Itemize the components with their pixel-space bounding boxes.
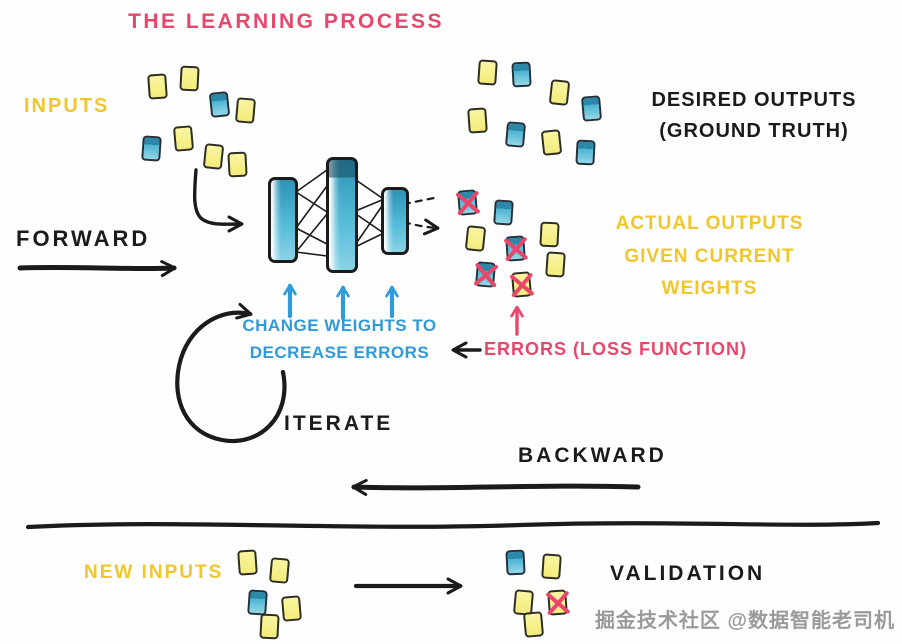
- sticky-note-new-inputs: [268, 557, 291, 584]
- sticky-note-actual-outputs: [456, 189, 479, 216]
- inputs-to-network-arrow-icon: [192, 168, 244, 233]
- new-inputs-label: NEW INPUTS: [84, 562, 224, 583]
- network-layer-bar-1: [268, 177, 298, 263]
- sticky-note-desired-outputs: [504, 121, 527, 148]
- sticky-note-desired-outputs: [548, 79, 571, 106]
- iterate-label: ITERATE: [284, 412, 394, 435]
- errors-label: ERRORS (LOSS FUNCTION): [484, 339, 747, 359]
- desired-outputs-line2: (GROUND TRUTH): [659, 120, 849, 142]
- sticky-note-desired-outputs: [477, 59, 498, 86]
- sticky-note-actual-outputs: [539, 221, 560, 248]
- actual-outputs-line2: GIVEN CURRENT: [624, 245, 795, 267]
- forward-label: FORWARD: [16, 226, 151, 251]
- change-weights-label: CHANGE WEIGHTS TO DECREASE ERRORS: [232, 312, 447, 366]
- network-layer-bar-2: [326, 157, 358, 273]
- sticky-note-desired-outputs: [540, 129, 563, 156]
- actual-outputs-line3: WEIGHTS: [661, 278, 758, 300]
- sticky-note-actual-outputs: [464, 225, 487, 252]
- diagram-title: THE LEARNING PROCESS: [128, 10, 445, 33]
- error-x-icon: [508, 268, 536, 301]
- sticky-note-actual-outputs: [505, 235, 526, 262]
- sticky-note-validation: [541, 553, 562, 580]
- sticky-note-inputs: [234, 97, 257, 124]
- sticky-note-actual-outputs: [510, 271, 533, 298]
- sticky-note-actual-outputs: [474, 261, 497, 288]
- sticky-note-new-inputs: [247, 589, 268, 616]
- actual-outputs-label: ACTUAL OUTPUTS GIVEN CURRENT WEIGHTS: [602, 208, 817, 306]
- inputs-label: INPUTS: [24, 95, 110, 117]
- watermark: 掘金技术社区 @数据智能老司机: [594, 610, 895, 632]
- forward-arrow-icon: [17, 260, 177, 278]
- error-x-icon: [454, 186, 482, 219]
- actual-outputs-line1: ACTUAL OUTPUTS: [615, 213, 804, 234]
- sticky-note-validation: [505, 549, 526, 576]
- divider-line: [25, 520, 881, 530]
- sticky-note-inputs: [208, 91, 231, 118]
- desired-outputs-line1: DESIRED OUTPUTS: [651, 89, 857, 111]
- iterate-loop-arrow-icon: [175, 302, 287, 444]
- sticky-note-inputs: [172, 125, 195, 152]
- sticky-note-inputs: [202, 143, 225, 170]
- error-x-icon: [502, 232, 529, 265]
- sticky-note-inputs: [227, 151, 248, 178]
- validation-label: VALIDATION: [610, 562, 766, 585]
- sticky-note-desired-outputs: [467, 107, 488, 134]
- desired-outputs-label: DESIRED OUTPUTS (GROUND TRUTH): [618, 85, 890, 147]
- backward-label: BACKWARD: [518, 444, 667, 467]
- sticky-note-new-inputs: [237, 549, 258, 576]
- sticky-note-new-inputs: [259, 613, 280, 640]
- network-output-line-icon: [402, 196, 436, 206]
- sticky-note-inputs: [147, 73, 168, 100]
- network-layer-bar-3: [381, 187, 409, 255]
- sticky-note-actual-outputs: [493, 199, 514, 226]
- sticky-note-desired-outputs: [511, 61, 532, 88]
- sticky-note-actual-outputs: [545, 251, 566, 278]
- change-weights-line1: CHANGE WEIGHTS TO: [242, 316, 437, 335]
- sticky-note-desired-outputs: [575, 139, 596, 166]
- sticky-note-new-inputs: [280, 595, 303, 622]
- sticky-note-inputs: [179, 65, 200, 92]
- sticky-note-inputs: [141, 135, 162, 162]
- backward-arrow-icon: [351, 478, 641, 496]
- change-weights-line2: DECREASE ERRORS: [249, 343, 430, 363]
- error-x-icon: [472, 258, 500, 291]
- sticky-note-desired-outputs: [580, 95, 603, 122]
